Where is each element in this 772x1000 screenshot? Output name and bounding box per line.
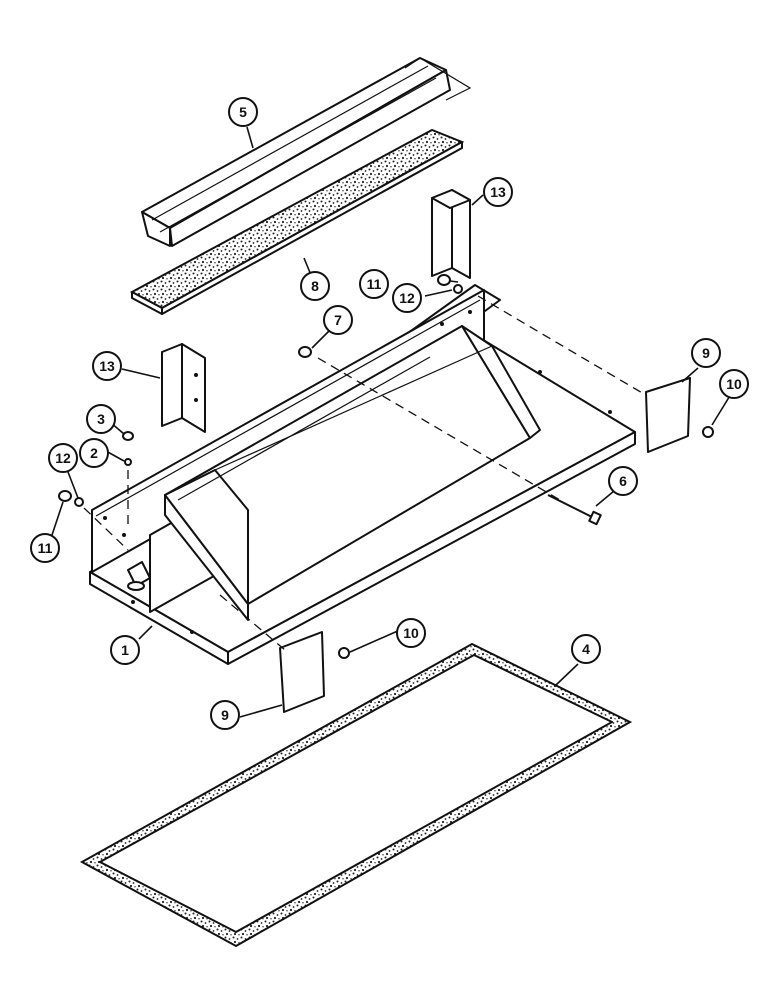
callout-1: 1	[110, 635, 140, 665]
callout-12-upper: 12	[392, 283, 422, 313]
callout-9-lower: 9	[210, 700, 240, 730]
part-12-washer-lower	[74, 497, 84, 507]
callout-13-lower: 13	[92, 351, 122, 381]
callout-12-lower: 12	[48, 443, 78, 473]
callout-3: 3	[86, 404, 116, 434]
alignment-lines	[83, 295, 645, 651]
part-11-nut-upper	[437, 274, 451, 286]
part-12-washer-upper	[453, 284, 463, 294]
callout-9-right: 9	[691, 338, 721, 368]
part-8-felt-seal	[129, 128, 465, 315]
svg-text:10: 10	[726, 376, 742, 392]
callout-10-right: 10	[719, 369, 749, 399]
svg-text:4: 4	[582, 641, 590, 657]
callout-10-lower: 10	[396, 618, 426, 648]
svg-text:13: 13	[490, 184, 506, 200]
callout-13-upper: 13	[483, 177, 513, 207]
svg-text:6: 6	[619, 473, 627, 489]
svg-text:9: 9	[702, 345, 710, 361]
callout-11-upper: 11	[359, 269, 389, 299]
svg-text:11: 11	[367, 276, 382, 292]
hardware-fasteners	[58, 274, 714, 659]
callout-2: 2	[79, 438, 109, 468]
svg-text:10: 10	[403, 625, 419, 641]
part-10-screw-right	[702, 426, 714, 438]
part-9-cover-plate-right	[645, 377, 691, 453]
svg-text:11: 11	[38, 540, 53, 556]
part-9-cover-plate-lower	[279, 631, 325, 713]
svg-text:9: 9	[221, 707, 229, 723]
callout-8: 8	[300, 271, 330, 301]
part-13-bracket-right	[431, 189, 471, 279]
svg-text:5: 5	[239, 104, 247, 120]
svg-text:12: 12	[399, 290, 415, 306]
svg-text:2: 2	[90, 445, 98, 461]
part-6-bolt	[547, 494, 602, 526]
svg-text:1: 1	[121, 642, 129, 658]
callout-7: 7	[323, 305, 353, 335]
callout-11-lower: 11	[30, 533, 60, 563]
part-10-screw-lower	[338, 647, 350, 659]
part-3-cap-screw	[122, 431, 134, 441]
part-1-base-housing	[89, 289, 636, 665]
part-7-nut	[298, 346, 312, 358]
part-2-washer	[124, 458, 132, 466]
svg-text:7: 7	[334, 312, 342, 328]
svg-text:8: 8	[311, 278, 319, 294]
callout-5: 5	[228, 97, 258, 127]
part-4-gasket-frame	[79, 642, 633, 948]
part-13-bracket-left	[161, 343, 206, 433]
svg-text:3: 3	[97, 411, 105, 427]
callout-4: 4	[571, 634, 601, 664]
svg-text:12: 12	[55, 450, 71, 466]
part-11-nut-lower	[58, 490, 72, 502]
callout-6: 6	[608, 466, 638, 496]
svg-text:13: 13	[99, 358, 115, 374]
